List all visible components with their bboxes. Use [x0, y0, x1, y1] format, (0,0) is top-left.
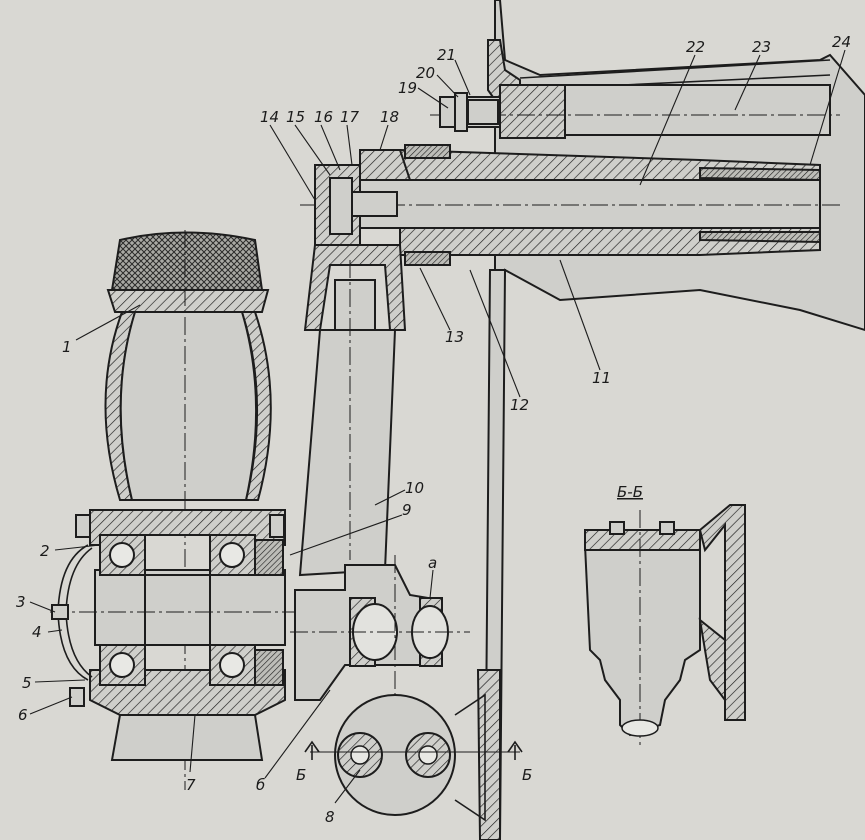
- callout-20: 20: [416, 64, 435, 82]
- section-mark-right: Б: [522, 766, 532, 784]
- callout-labels: 1 2 3 4 5 6 7 8 9 10 11 12 13 14 15 16 1…: [16, 33, 851, 826]
- callout-17: 17: [340, 108, 360, 126]
- balancer-section: [310, 693, 520, 822]
- callout-22: 22: [686, 38, 705, 56]
- callout-2: 2: [40, 542, 50, 560]
- callout-7: 7: [186, 776, 196, 794]
- callout-24: 24: [832, 33, 851, 51]
- callout-6: 6: [18, 706, 28, 724]
- shaft-housing: [300, 144, 840, 266]
- callout-1: 1: [62, 338, 72, 356]
- road-wheel: [104, 230, 272, 790]
- callout-8: 8: [325, 808, 335, 826]
- section-mark-left: Б: [296, 766, 306, 784]
- callout-4: 4: [32, 623, 42, 641]
- callout-14: 14: [260, 108, 279, 126]
- bolts: [51, 514, 285, 707]
- callout-a: а: [428, 554, 437, 572]
- end-cap-14-18: [314, 149, 412, 246]
- callout-21: 21: [437, 46, 456, 64]
- bearing-upper-right: [209, 534, 256, 576]
- section-cut-markers: [304, 740, 523, 760]
- wheel-hub: [50, 509, 300, 761]
- callout-23: 23: [752, 38, 771, 56]
- section-detail-bb: [583, 504, 746, 745]
- callout-13: 13: [445, 328, 464, 346]
- callout-18: 18: [380, 108, 399, 126]
- callout-10: 10: [405, 479, 424, 497]
- bearing-upper-left: [99, 534, 146, 576]
- axle-arm: [290, 555, 470, 810]
- callout-9: 9: [402, 501, 412, 519]
- callout-5: 5: [22, 674, 32, 692]
- callout-15: 15: [286, 108, 305, 126]
- bearing-lower-left: [99, 644, 146, 686]
- bolt-assembly-19-21: [439, 92, 501, 132]
- leader-lines: [29, 49, 846, 804]
- callout-19: 19: [398, 79, 417, 97]
- right-wall: [476, 269, 507, 840]
- seal-9: [254, 539, 284, 686]
- callout-12: 12: [510, 396, 529, 414]
- callout-b: б: [256, 776, 265, 794]
- callout-16: 16: [314, 108, 333, 126]
- bearing-lower-right: [209, 644, 256, 686]
- vertical-strut: [298, 244, 407, 577]
- callout-3: 3: [16, 593, 26, 611]
- callout-11: 11: [592, 369, 611, 387]
- section-title: Б-Б: [617, 483, 643, 501]
